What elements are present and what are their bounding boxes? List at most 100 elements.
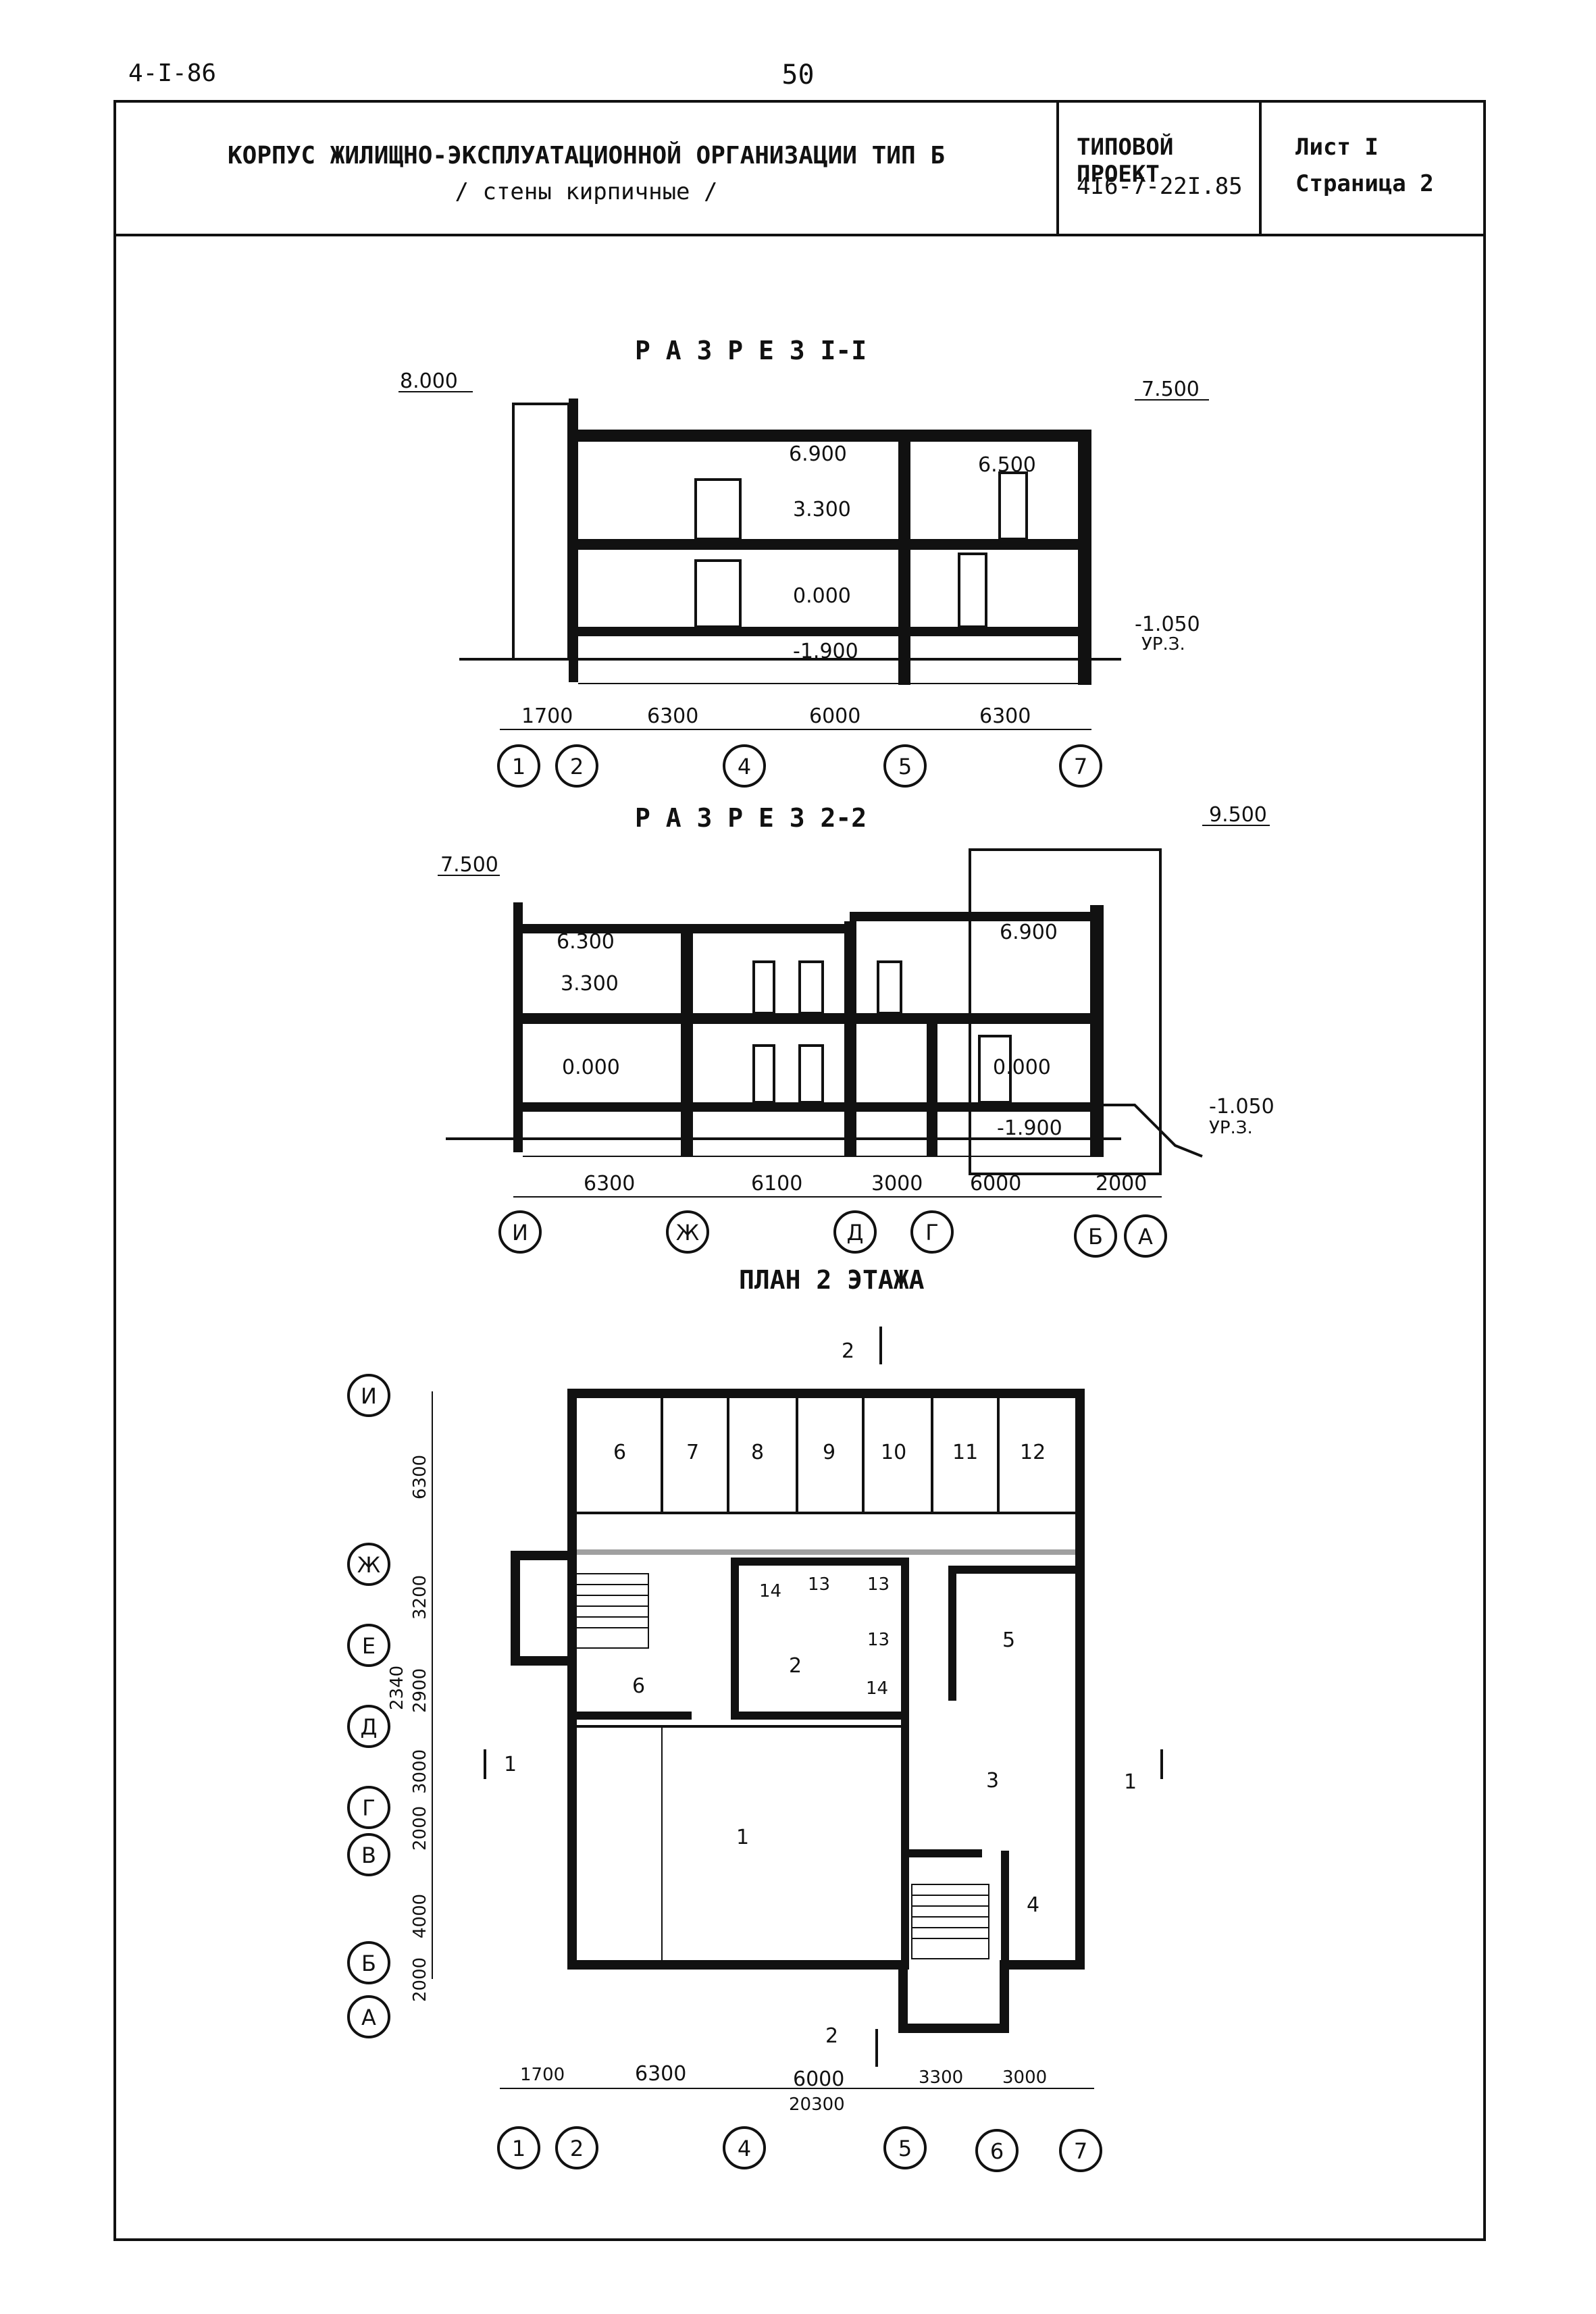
plan-stair-wall-b <box>898 2024 1009 2033</box>
svg-text:2: 2 <box>570 2136 584 2161</box>
svg-text:И: И <box>361 1383 377 1409</box>
plan-wall-core-bottom <box>731 1712 908 1720</box>
section1-axis-1: 1 <box>497 744 540 788</box>
plan-axis-G: Г <box>347 1786 390 1829</box>
plan-axis-V: В <box>347 1833 390 1876</box>
plan-stair-wall-r <box>1000 1970 1009 2033</box>
plan-wall-bottom-left <box>567 1960 905 1970</box>
plan-col-dim-1700: 1700 <box>520 2065 565 2085</box>
room-6-bottom: 6 <box>632 1674 645 1698</box>
section1-axis-4: 4 <box>723 744 766 788</box>
plan-total-dim: 20300 <box>789 2094 845 2115</box>
section1-floor1 <box>578 627 1091 636</box>
level-8000: 8.000 <box>400 369 458 393</box>
s2-level-0000b: 0.000 <box>993 1056 1051 1079</box>
plan-row-dim-2340: 2340 <box>387 1666 407 1710</box>
plan-row-dim-3200: 3200 <box>410 1575 430 1620</box>
section1-floor2 <box>578 539 1091 550</box>
plan-axis-Zh: Ж <box>347 1543 390 1586</box>
cut-mark-2-bottom: 2 <box>825 2024 838 2048</box>
s2-level-9500: 9.500 <box>1209 803 1267 827</box>
section2-door-b <box>798 960 824 1014</box>
plan-axis-col-1: 1 <box>497 2126 540 2169</box>
plan-axis-col-7: 7 <box>1059 2129 1102 2172</box>
plan-wall-room4-left <box>901 1856 909 1970</box>
s2-level-6900: 6.900 <box>1000 921 1058 944</box>
cut-mark-1-right: 1 <box>1124 1770 1137 1794</box>
section1-wall-right <box>1078 432 1091 685</box>
room-10: 10 <box>881 1441 906 1464</box>
section2-wall-left <box>513 902 523 1152</box>
s2-level-6300: 6.300 <box>557 930 615 954</box>
plan-axis-col-4: 4 <box>723 2126 766 2169</box>
plan-wall-room5-top <box>948 1566 1075 1574</box>
s2-level-minus-1050: -1.050 <box>1209 1095 1275 1119</box>
section2-axis-I: И <box>498 1210 542 1254</box>
plan-row-dim-2000b: 2000 <box>410 1957 430 2002</box>
svg-text:Д: Д <box>847 1220 864 1245</box>
section2-axis-B: Б <box>1074 1214 1117 1258</box>
section2-axis-G: Г <box>910 1210 954 1254</box>
room-13c: 13 <box>867 1630 890 1650</box>
room-6-top: 6 <box>613 1441 626 1464</box>
room-3: 3 <box>986 1769 999 1793</box>
s2-dim-6000: 6000 <box>970 1172 1021 1195</box>
plan-annex-bottom <box>511 1656 567 1666</box>
level-minus-1050: -1.050 <box>1135 613 1200 636</box>
s2-level-ground-mark: УР.З. <box>1209 1118 1253 1138</box>
level-0000: 0.000 <box>793 584 851 608</box>
section2-stairs-exterior <box>1104 1104 1203 1158</box>
plan-row-dim-4000: 4000 <box>410 1894 430 1938</box>
plan-annex-left <box>511 1551 520 1666</box>
plan-col-dim-6000: 6000 <box>793 2067 844 2091</box>
plan-corridor-line-top <box>577 1549 1075 1555</box>
project-code: 4I6-7-22I.85 <box>1077 173 1243 200</box>
room-8: 8 <box>751 1441 764 1464</box>
section1-axis-5: 5 <box>883 744 927 788</box>
section1-dim-6000: 6000 <box>809 704 860 728</box>
section1-dim-6300b: 6300 <box>979 704 1031 728</box>
section2-wall-zh <box>681 933 693 1156</box>
section1-title: Р А З Р Е З I-I <box>635 336 867 365</box>
svg-text:А: А <box>361 2005 376 2030</box>
title-block: КОРПУС ЖИЛИЩНО-ЭКСПЛУАТАЦИОННОЙ ОРГАНИЗА… <box>116 103 1483 236</box>
s2-level-3300: 3.300 <box>561 972 619 996</box>
plan-stair-right <box>911 1884 989 1959</box>
plan-wall-core-top <box>731 1558 908 1566</box>
section2-axis-A: А <box>1124 1214 1167 1258</box>
section1-wall-left <box>569 398 578 682</box>
room-1: 1 <box>736 1826 749 1849</box>
plan-axis-D: Д <box>347 1705 390 1748</box>
section2-floor2 <box>523 1013 1100 1024</box>
plan-wall-room6-bottom <box>577 1712 692 1720</box>
title-cell: КОРПУС ЖИЛИЩНО-ЭКСПЛУАТАЦИОННОЙ ОРГАНИЗА… <box>116 103 1059 234</box>
section2-axis-D: Д <box>833 1210 877 1254</box>
plan-wall-lobby <box>901 1849 982 1857</box>
plan-wall-bottom-right <box>1000 1960 1085 1970</box>
svg-text:6: 6 <box>990 2138 1004 2164</box>
section-2-2: Р А З Р Е З 2-2 9.500 7.500 6.300 6.900 … <box>438 803 1275 1258</box>
plan-axis-I: И <box>347 1374 390 1417</box>
room-9: 9 <box>823 1441 835 1464</box>
svg-text:4: 4 <box>738 2136 751 2161</box>
section1-axis-7: 7 <box>1059 744 1102 788</box>
svg-text:2: 2 <box>570 754 584 779</box>
svg-text:7: 7 <box>1074 754 1087 779</box>
level-minus-1900: -1.900 <box>793 640 858 663</box>
s2-dim-6100: 6100 <box>751 1172 802 1195</box>
section2-wall-b <box>1090 905 1104 1156</box>
section1-stair-block <box>512 403 570 661</box>
section1-door-lower <box>694 559 742 628</box>
svg-text:Ж: Ж <box>357 1552 380 1578</box>
section1-door-right-upper <box>998 471 1028 540</box>
plan-stair-wall-l <box>898 1970 908 2033</box>
section2-roof-b <box>850 912 1100 921</box>
cut-mark-1-left: 1 <box>504 1753 517 1776</box>
level-6500: 6.500 <box>978 453 1036 477</box>
section1-roof <box>578 430 1091 442</box>
drawing-subtitle: / стены кирпичные / <box>455 178 718 205</box>
s2-dim-3000: 3000 <box>871 1172 923 1195</box>
floor-plan: ПЛАН 2 ЭТАЖА <box>347 1265 1163 2172</box>
plan-axis-B: Б <box>347 1941 390 1984</box>
